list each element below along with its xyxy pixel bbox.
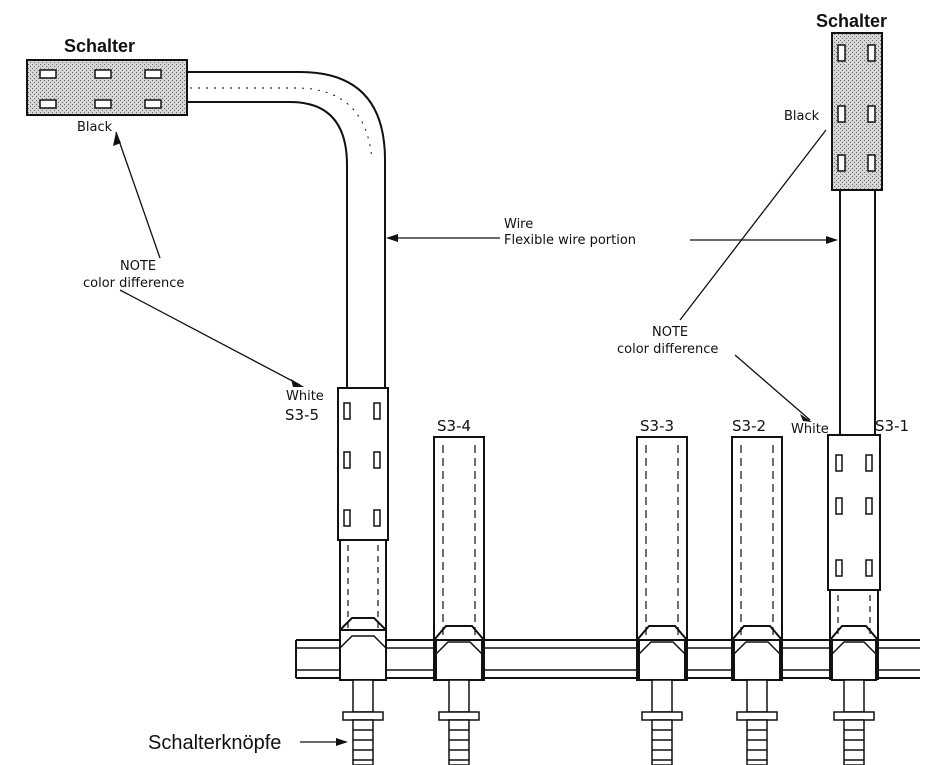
switch-s3-3	[636, 436, 688, 681]
switch-s3-1	[827, 434, 881, 681]
wire-flexible-label: Flexible wire portion	[504, 233, 636, 248]
mounting-rail	[295, 639, 920, 679]
note-right-arrow-down	[734, 354, 811, 421]
label-s3-4: S3-4	[437, 417, 471, 435]
switch-s3-5	[337, 387, 389, 681]
black-right-label: Black	[784, 109, 820, 124]
knob-shaft-s3-5	[342, 679, 384, 765]
knob-shafts	[342, 679, 875, 765]
knob-shaft-s3-1	[833, 679, 875, 765]
note-right-arrow-up	[679, 129, 827, 321]
note-left-text: color difference	[83, 276, 184, 291]
wire-label: Wire	[504, 217, 533, 232]
note-right-title: NOTE	[652, 325, 688, 340]
left-flexible-wire	[187, 71, 386, 390]
leader-lines	[113, 129, 838, 746]
right-flexible-wire	[839, 190, 876, 435]
right-switch-block	[831, 32, 883, 191]
label-s3-2: S3-2	[732, 417, 766, 435]
white-right-label: White	[791, 422, 829, 437]
switch-s3-4	[433, 436, 485, 681]
note-left-title: NOTE	[120, 259, 156, 274]
label-s3-3: S3-3	[640, 417, 674, 435]
white-left-label: White	[286, 389, 324, 404]
note-right-text: color difference	[617, 342, 718, 357]
knob-shaft-s3-3	[641, 679, 683, 765]
knob-shaft-s3-4	[438, 679, 480, 765]
note-left-arrow-down	[119, 289, 301, 386]
switch-right-label: Schalter	[816, 11, 887, 31]
black-left-label: Black	[77, 120, 113, 135]
switch-left-label: Schalter	[64, 36, 135, 56]
knobs-label: Schalterknöpfe	[148, 732, 281, 754]
note-left-arrow-up	[115, 131, 161, 259]
label-s3-1: S3-1	[875, 417, 909, 435]
left-switch-block	[26, 59, 188, 116]
switch-s3-2	[731, 436, 783, 681]
knob-shaft-s3-2	[736, 679, 778, 765]
label-s3-5: S3-5	[285, 406, 319, 424]
